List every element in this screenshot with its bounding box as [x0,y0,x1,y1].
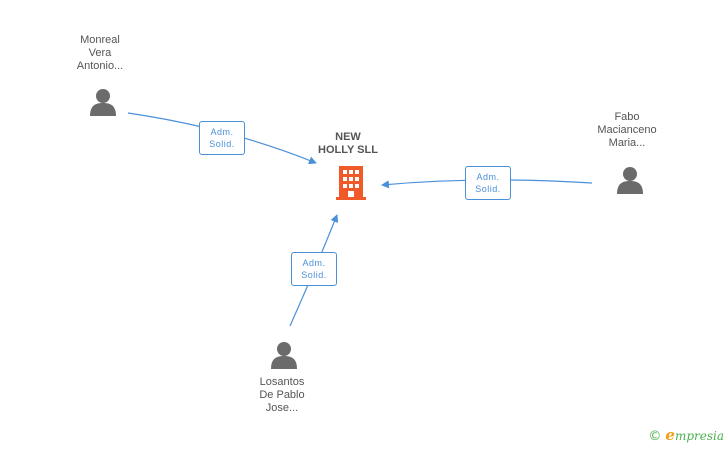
person-name-monreal[interactable]: Monreal Vera Antonio... [60,34,140,73]
person-name-line: Losantos [259,376,305,388]
building-icon[interactable] [336,166,366,200]
person-name-fabo[interactable]: Fabo Macianceno Maria... [587,111,667,150]
brand-name-rest: mpresia [674,429,724,443]
person-icon[interactable] [271,342,297,369]
person-name-line: Antonio... [76,60,124,72]
brand-initial: e [665,426,675,444]
edge-role-label: Adm. Solid. [291,252,337,286]
person-icon[interactable] [617,167,643,194]
person-name-line: Monreal [80,34,120,46]
company-name[interactable]: NEW HOLLY SLL [308,131,388,157]
edge-role-line: Solid. [209,139,235,149]
company-name-line: HOLLY SLL [318,144,378,156]
edge-role-label: Adm. Solid. [199,121,245,155]
copyright-symbol: © [648,429,662,444]
person-name-line: Fabo [614,111,640,123]
edge-role-line: Solid. [475,184,501,194]
company-name-line: NEW [335,131,361,143]
person-name-line: Vera [88,47,112,59]
brand-logo: ©empresia [648,426,724,444]
person-name-losantos[interactable]: Losantos De Pablo Jose... [242,376,322,415]
edge-role-line: Adm. [210,127,234,137]
person-name-line: Maria... [608,137,646,149]
person-name-line: Jose... [265,402,299,414]
edge-role-line: Solid. [301,270,327,280]
person-icon[interactable] [90,89,116,116]
edge-role-line: Adm. [302,258,326,268]
edge-role-label: Adm. Solid. [465,166,511,200]
edge-role-line: Adm. [476,172,500,182]
person-name-line: Macianceno [597,124,657,136]
person-name-line: De Pablo [259,389,305,401]
